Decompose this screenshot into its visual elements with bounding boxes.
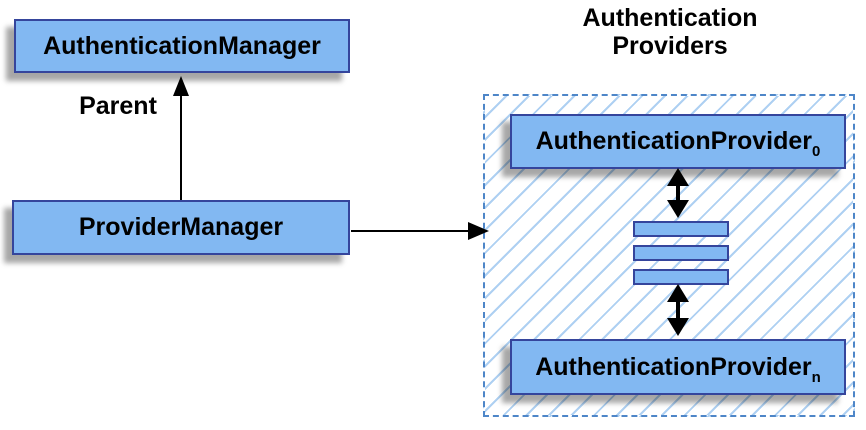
authentication-providers-title: Authentication Providers: [582, 4, 758, 60]
authentication-provider-n-subscript: n: [811, 368, 821, 386]
provider-manager-node: ProviderManager: [12, 200, 350, 255]
authentication-provider-0-node: AuthenticationProvider0: [510, 114, 846, 169]
provider-manager-to-providers-arrow-icon: [351, 222, 489, 240]
authentication-manager-label: AuthenticationManager: [43, 31, 321, 60]
authentication-provider-0-subscript: 0: [812, 143, 821, 160]
parent-label: Parent: [79, 92, 157, 120]
provider-bar: [633, 269, 729, 285]
authentication-provider-n-node: AuthenticationProvidern: [510, 339, 846, 395]
authentication-providers-group: AuthenticationProvider0 AuthenticationPr…: [483, 94, 855, 417]
authentication-provider-0-label: AuthenticationProvider0: [535, 127, 821, 160]
provider-bar: [633, 221, 729, 237]
authentication-provider-n-label: AuthenticationProvidern: [535, 352, 821, 386]
provider-manager-label: ProviderManager: [78, 213, 284, 241]
authentication-manager-node: AuthenticationManager: [14, 19, 350, 73]
provider-bar: [633, 245, 729, 261]
